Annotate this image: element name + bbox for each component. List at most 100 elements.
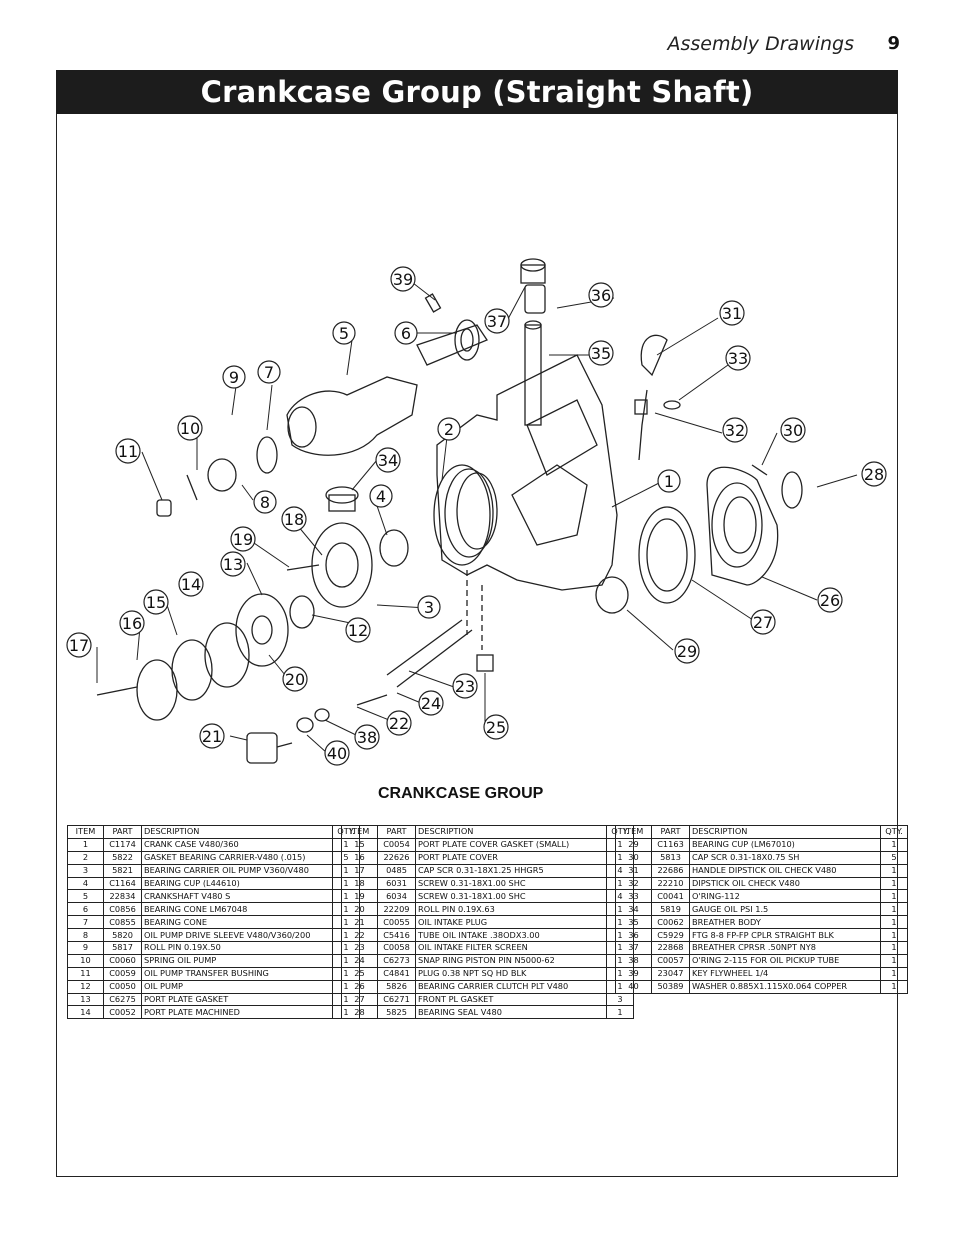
- item-cell: 4: [67, 876, 104, 891]
- svg-text:27: 27: [753, 613, 773, 632]
- callout-21: 21: [199, 723, 225, 749]
- part-cell: C0057: [651, 953, 690, 968]
- callout-26: 26: [817, 587, 843, 613]
- callout-6: 6: [394, 321, 418, 345]
- description-cell: BREATHER BODY: [689, 915, 881, 930]
- description-cell: PLUG 0.38 NPT SQ HD BLK: [415, 966, 607, 981]
- description-cell: SCREW 0.31-18X1.00 SHC: [415, 889, 607, 904]
- svg-text:30: 30: [783, 421, 803, 440]
- qty-cell: 1: [880, 902, 908, 917]
- svg-text:5: 5: [339, 324, 349, 343]
- page-header: Assembly Drawings 9: [0, 30, 954, 60]
- leader-lines: [96, 282, 858, 754]
- qty-cell: 1: [880, 966, 908, 981]
- description-cell: GAUGE OIL PSI 1.5: [689, 902, 881, 917]
- svg-text:25: 25: [486, 718, 506, 737]
- description-cell: PORT PLATE GASKET: [141, 992, 333, 1007]
- svg-text:18: 18: [284, 510, 304, 529]
- callout-31: 31: [719, 300, 745, 326]
- description-cell: BEARING CONE: [141, 915, 333, 930]
- column-header: PART: [651, 825, 690, 839]
- callout-2: 2: [437, 417, 461, 441]
- item-cell: 7: [67, 915, 104, 930]
- item-cell: 31: [615, 863, 652, 878]
- column-header: DESCRIPTION: [141, 825, 333, 839]
- item-cell: 2: [67, 850, 104, 865]
- description-cell: HANDLE DIPSTICK OIL CHECK V480: [689, 863, 881, 878]
- qty-cell: 1: [880, 915, 908, 930]
- description-cell: TUBE OIL INTAKE .38ODX3.00: [415, 928, 607, 943]
- callout-10: 10: [177, 415, 203, 441]
- callout-38: 38: [354, 724, 380, 750]
- description-cell: BREATHER CPRSR .50NPT NY8: [689, 941, 881, 955]
- part-cell: C4841: [377, 966, 416, 981]
- part-cell: 5820: [103, 928, 142, 943]
- part-cell: 50389: [651, 979, 690, 994]
- item-cell: 18: [341, 876, 378, 891]
- page-title: Crankcase Group (Straight Shaft): [200, 75, 754, 109]
- part-cell: 0485: [377, 863, 416, 878]
- part-cell: 22210: [651, 876, 690, 891]
- description-cell: ROLL PIN 0.19X.63: [415, 902, 607, 917]
- part-cell: C0054: [377, 837, 416, 852]
- part-cell: 6034: [377, 889, 416, 904]
- part-cell: 5821: [103, 863, 142, 878]
- description-cell: CRANKSHAFT V480 S: [141, 889, 333, 904]
- title-bar: Crankcase Group (Straight Shaft): [56, 70, 898, 114]
- description-cell: DIPSTICK OIL CHECK V480: [689, 876, 881, 891]
- item-cell: 12: [67, 979, 104, 994]
- callout-30: 30: [780, 417, 806, 443]
- svg-text:38: 38: [357, 728, 377, 747]
- item-cell: 11: [67, 966, 104, 981]
- item-cell: 22: [341, 928, 378, 943]
- callout-37: 37: [484, 308, 510, 334]
- part-cell: C5416: [377, 928, 416, 943]
- callout-7: 7: [257, 360, 281, 384]
- item-cell: 36: [615, 928, 652, 943]
- group-title: CRANKCASE GROUP: [378, 785, 544, 802]
- description-cell: OIL PUMP DRIVE SLEEVE V480/V360/200: [141, 928, 333, 943]
- column-header: ITEM: [615, 825, 652, 839]
- item-cell: 29: [615, 837, 652, 852]
- callout-35: 35: [588, 340, 614, 366]
- description-cell: ROLL PIN 0.19X.50: [141, 941, 333, 955]
- svg-text:33: 33: [728, 349, 748, 368]
- callout-29: 29: [674, 638, 700, 664]
- part-cell: 22626: [377, 850, 416, 865]
- item-cell: 14: [67, 1005, 104, 1020]
- part-cell: 5817: [103, 941, 142, 955]
- item-cell: 28: [341, 1005, 378, 1020]
- page-number: 9: [887, 33, 900, 54]
- item-cell: 1: [67, 837, 104, 852]
- item-cell: 21: [341, 915, 378, 930]
- qty-cell: 1: [880, 863, 908, 878]
- qty-cell: 1: [880, 837, 908, 852]
- description-cell: O'RING-112: [689, 889, 881, 904]
- callout-18: 18: [281, 506, 307, 532]
- svg-text:7: 7: [264, 363, 274, 382]
- callout-15: 15: [143, 589, 169, 615]
- part-cell: 5813: [651, 850, 690, 865]
- part-cell: C0058: [377, 941, 416, 955]
- column-header: DESCRIPTION: [415, 825, 607, 839]
- callout-20: 20: [282, 666, 308, 692]
- svg-text:32: 32: [725, 421, 745, 440]
- part-cell: C6275: [103, 992, 142, 1007]
- svg-text:17: 17: [69, 636, 89, 655]
- part-cell: C0059: [103, 966, 142, 981]
- svg-text:19: 19: [233, 530, 253, 549]
- part-cell: C0060: [103, 953, 142, 968]
- svg-text:13: 13: [223, 555, 243, 574]
- column-header: ITEM: [341, 825, 378, 839]
